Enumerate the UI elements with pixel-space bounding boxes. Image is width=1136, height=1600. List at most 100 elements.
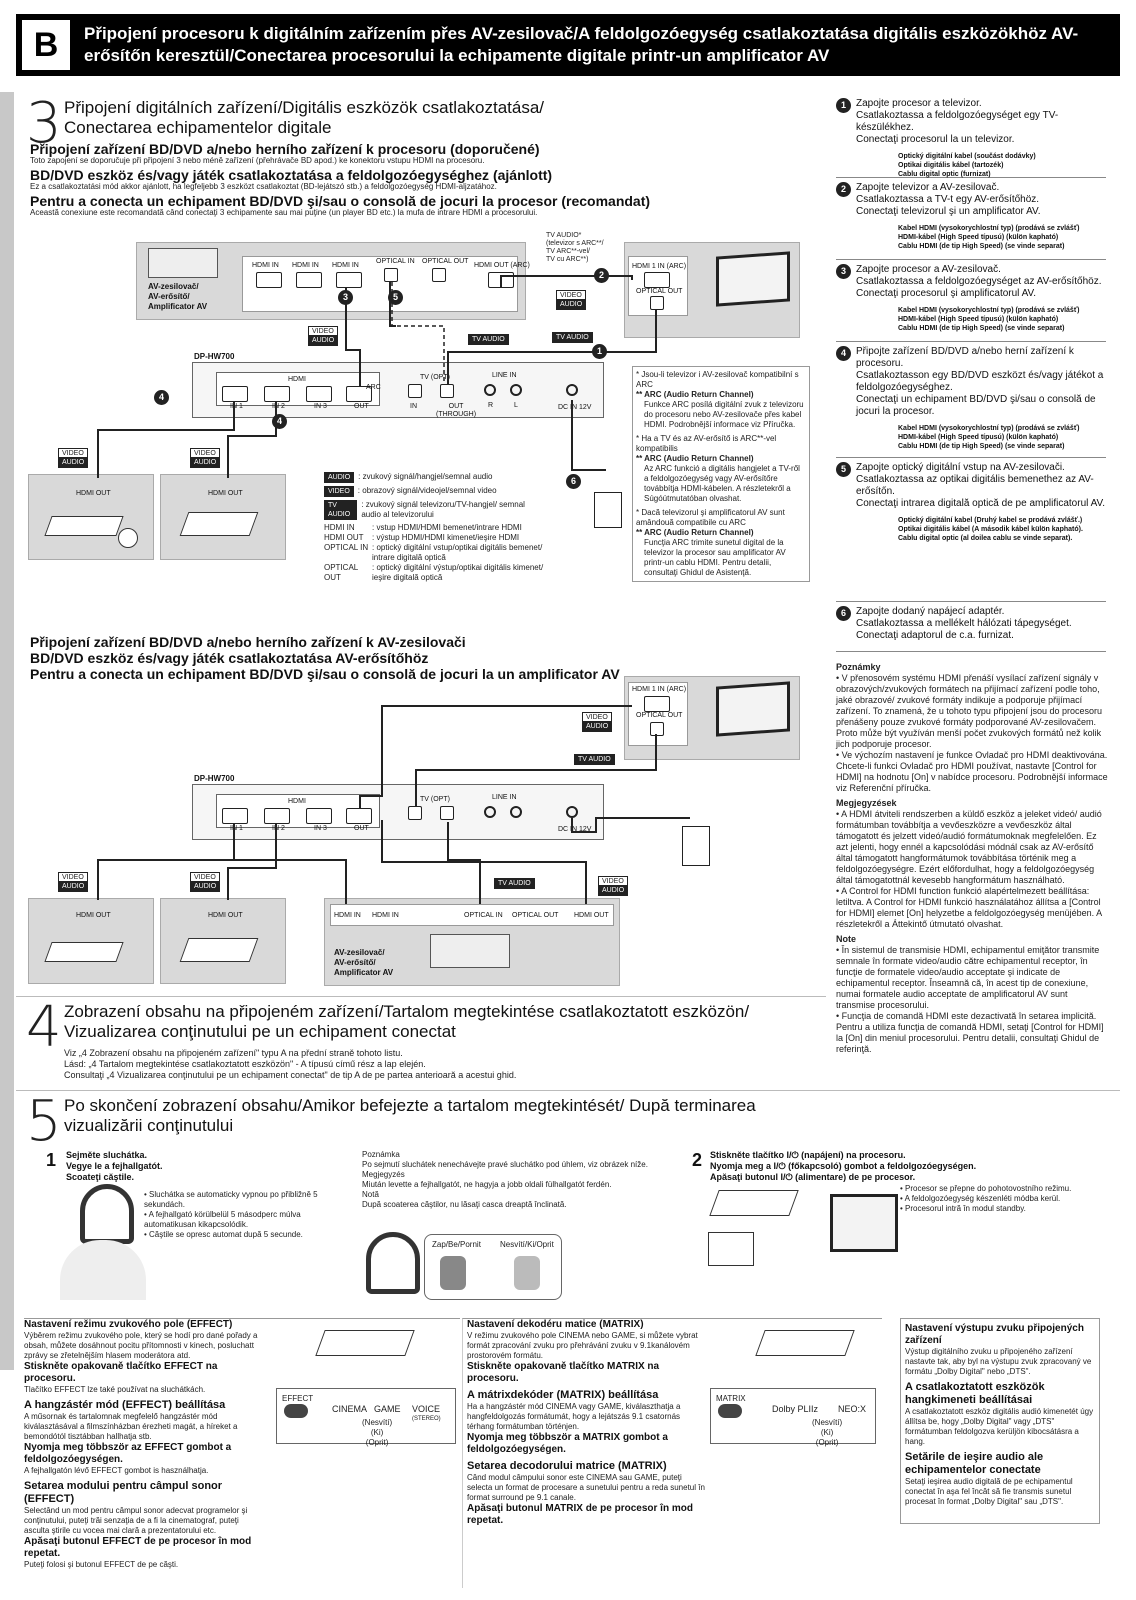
- av-amplifier-icon: [430, 934, 510, 968]
- text-hu: Ez a csatlakoztatási mód akkor ajánlott,…: [30, 182, 497, 191]
- legend-key: OPTICAL IN: [324, 543, 369, 552]
- ac-adapter-icon: [594, 492, 622, 528]
- device-label: DP-HW700: [194, 352, 235, 361]
- earcup-off-icon: [514, 1256, 540, 1290]
- output-text-hu: A csatlakoztatott eszköz digitális audió…: [905, 1407, 1094, 1446]
- amp-port-label: HDMI OUT: [574, 912, 609, 919]
- amp-rear-panel-2: [330, 904, 614, 926]
- step-number-3: 3: [26, 91, 62, 156]
- amp-port-label: OPTICAL OUT: [422, 258, 469, 265]
- heading-b-ro: Pentru a conecta un echipament BD/DVD şi…: [30, 666, 620, 682]
- sub-step-1-number: 1: [46, 1150, 57, 1170]
- hdmi-port: [336, 272, 362, 288]
- mode-stereo: (STEREO): [412, 1416, 441, 1422]
- output-text-ro: Setaţi ieşirea audio digitală de pe echi…: [905, 1477, 1073, 1506]
- notes-right: Poznámky • V přenosovém systému HDMI pře…: [836, 662, 1108, 1055]
- port-label: IN 1: [230, 403, 243, 410]
- effect-note-cz: Tlačítko EFFECT lze také používat na slu…: [24, 1385, 206, 1394]
- matrix-text-ro: Când modul câmpului sonor este CINEMA sa…: [467, 1473, 705, 1502]
- sub-step-2-number: 2: [692, 1150, 703, 1170]
- mode-dolby: Dolby PLIIz: [772, 1404, 819, 1414]
- port-label: IN: [410, 403, 417, 410]
- signal-legend: AUDIO: zvukový signál/hangjel/semnal aud…: [324, 472, 546, 583]
- tv-audio-signal-tag: TV AUDIO: [468, 334, 509, 345]
- headphone-note: Poznámka Po sejmutí sluchátek nenechávej…: [362, 1150, 648, 1209]
- sub-step-2-text: Stiskněte tlačítko I/⏻ (napájení) na pro…: [710, 1150, 977, 1182]
- hdmi-out-label: HDMI OUT: [208, 912, 243, 919]
- section-5-title: Po skončení zobrazení obsahu/Amikor befe…: [64, 1096, 756, 1135]
- amp-port-label: HDMI IN: [292, 262, 319, 269]
- matrix-button-icon[interactable]: [718, 1404, 742, 1418]
- optical-port: [650, 296, 664, 310]
- effect-text-ro: Selectând un mod pentru câmpul sonor ade…: [24, 1506, 248, 1535]
- legend-key: AUDIO: [324, 472, 355, 483]
- av-amplifier-icon: [148, 248, 218, 278]
- cable-text: Optický digitální kabel (Druhý kabel se …: [898, 517, 1083, 542]
- mode-off: (Nesvítí) (Ki) (Oprit): [362, 1418, 393, 1447]
- matrix-heading-hu: A mátrixdekóder (MATRIX) beállítása: [467, 1389, 659, 1401]
- optical-port: [650, 722, 664, 736]
- port-label: IN 1: [230, 825, 243, 832]
- arc-notes-box: * Jsou-li televizor i AV-zesilovač kompa…: [632, 366, 810, 582]
- effect-button-label[interactable]: EFFECT: [282, 1394, 314, 1403]
- output-heading-hu: A csatlakoztatott eszközök hangkimeneti …: [905, 1381, 1045, 1406]
- effect-heading-cz: Nastavení režimu zvukového pole (EFFECT): [24, 1319, 233, 1330]
- hdmi-out-label: HDMI OUT: [76, 490, 111, 497]
- port-label: IN 3: [314, 403, 327, 410]
- cable-text: Kabel HDMI (vysokorychlostní typ) (prodá…: [898, 307, 1080, 332]
- device-label-2: DP-HW700: [194, 774, 235, 783]
- port-label: OUT: [354, 403, 369, 410]
- port-label: L: [514, 402, 518, 409]
- mode-cinema: CINEMA: [332, 1404, 368, 1414]
- step-text: Zapojte procesor a AV-zesilovač. Csatlak…: [856, 264, 1102, 299]
- ac-adapter-icon: [682, 826, 710, 866]
- arc-label: ARC: [366, 384, 381, 391]
- audio-signal-tag: AUDIO: [582, 721, 613, 732]
- tv-audio-signal-tag: TV AUDIO: [494, 878, 535, 889]
- effect-text-cz: Výběrem režimu zvukového pole, který se …: [24, 1331, 258, 1360]
- legend-text: : vstup HDMI/HDMI bemenet/intrare HDMI: [372, 523, 522, 532]
- notes-heading: Megjegyzések: [836, 798, 897, 808]
- cable-text: Optický digitální kabel (součást dodávky…: [898, 153, 1036, 178]
- effect-section: Nastavení režimu zvukového pole (EFFECT)…: [24, 1318, 460, 1588]
- optical-port: [408, 806, 422, 820]
- heading-b-cz: Připojení zařízení BD/DVD a/nebo herního…: [30, 634, 466, 650]
- notes-text: • În sistemul de transmisie HDMI, echipa…: [836, 945, 1104, 1054]
- optical-in-port: [408, 384, 422, 398]
- legend-text: : zvukový signál/hangjel/semnal audio: [358, 472, 493, 481]
- optical-port: [432, 268, 446, 282]
- section-3-title: Připojení digitálních zařízení/Digitális…: [64, 98, 545, 137]
- text-cz: Toto zapojení se doporučuje při připojen…: [30, 156, 485, 165]
- headphones-side-icon: [366, 1232, 420, 1294]
- sub-step-1-text: Sejměte sluchátka. Vegye le a fejhallgat…: [66, 1150, 163, 1182]
- effect-cycle-box: [276, 1388, 456, 1444]
- mode-neo: NEO:X: [838, 1404, 867, 1414]
- dc-label: DC IN 12V: [558, 826, 592, 833]
- tv-port-label: OPTICAL OUT: [636, 712, 683, 719]
- step-badge: 5: [836, 462, 851, 477]
- step-badge: 4: [836, 346, 851, 361]
- matrix-instruction-ro: Apăsaţi butonul MATRIX de pe procesor în…: [467, 1503, 693, 1526]
- callout-2: 2: [594, 268, 609, 283]
- matrix-heading-ro: Setarea decodorului matrice (MATRIX): [467, 1460, 667, 1472]
- notes-heading: Note: [836, 934, 856, 944]
- legend-key: HDMI OUT: [324, 533, 364, 542]
- effect-button-icon[interactable]: [284, 1404, 308, 1418]
- power-on-label: Zap/Be/Pornit: [432, 1240, 481, 1249]
- effect-instruction-cz: Stiskněte opakovaně tlačítko EFFECT na p…: [24, 1361, 218, 1384]
- effect-heading-hu: A hangzástér mód (EFFECT) beállítása: [24, 1399, 226, 1411]
- amp-port-label: OPTICAL IN: [376, 258, 415, 265]
- arc-note: ** ARC (Audio Return Channel): [636, 528, 754, 537]
- tv-off-icon: [830, 1194, 898, 1252]
- output-heading-ro: Setările de ieşire audio ale echipamente…: [905, 1451, 1044, 1476]
- hdmi-port: [306, 808, 332, 824]
- matrix-button-label[interactable]: MATRIX: [716, 1394, 746, 1403]
- step-text: Zapojte dodaný napájecí adaptér. Csatlak…: [856, 606, 1072, 641]
- hdmi-port: [296, 272, 322, 288]
- dc-label: DC IN 12V: [558, 404, 592, 411]
- effect-text-hu: A műsornak és tartalomnak megfelelő hang…: [24, 1412, 238, 1441]
- hdmi-label: HDMI: [288, 376, 306, 383]
- callout-3: 3: [338, 290, 353, 305]
- callout-4: 4: [154, 390, 169, 405]
- processor-icon: [315, 1330, 415, 1356]
